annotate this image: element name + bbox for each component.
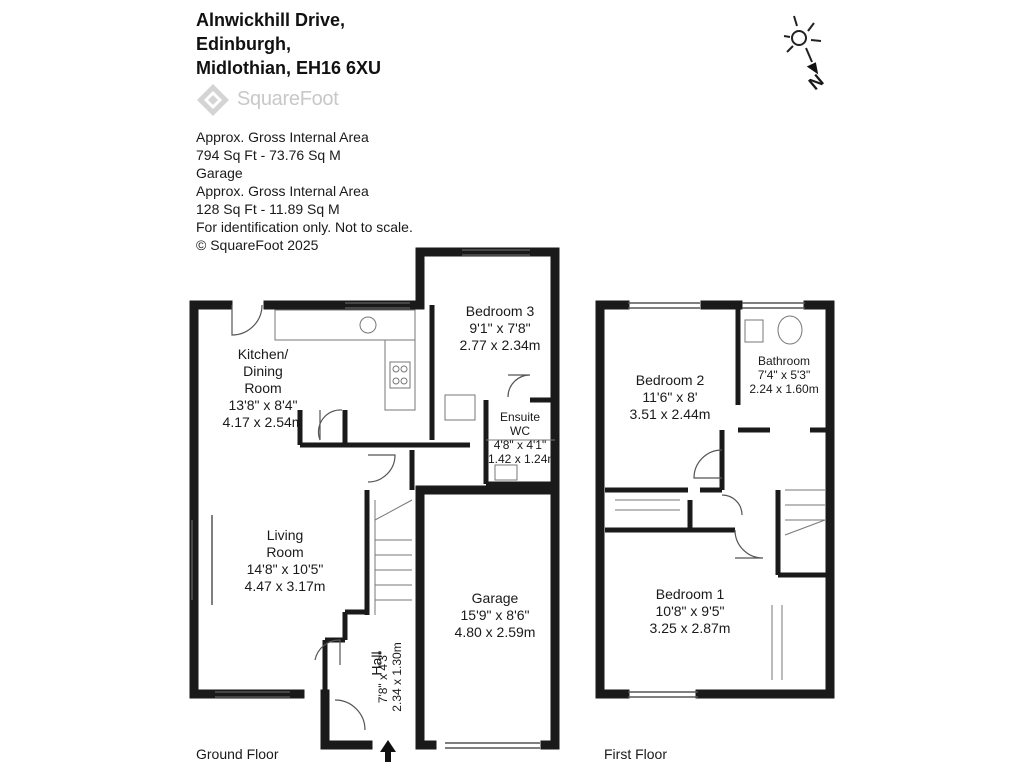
info-line-1: Approx. Gross Internal Area xyxy=(196,129,369,145)
room-label-bedroom-3: Bedroom 3 9'1" x 7'8" 2.77 x 2.34m xyxy=(445,303,555,354)
kitchen-imperial: 13'8" x 8'4" xyxy=(228,397,298,413)
address-line-2: Edinburgh, xyxy=(196,34,291,54)
ground-floor-caption: Ground Floor xyxy=(196,746,279,762)
address-line-1: Alnwickhill Drive, xyxy=(196,10,346,30)
bedroom2-name: Bedroom 2 xyxy=(635,372,705,388)
bedroom1-metric: 3.25 x 2.87m xyxy=(649,620,731,636)
bathroom-fittings xyxy=(744,315,803,680)
first-floor-doors xyxy=(693,449,764,559)
ground-floor-inner-walls xyxy=(297,305,555,694)
room-label-garage: Garage 15'9" x 8'6" 4.80 x 2.59m xyxy=(440,590,550,641)
bathroom-metric: 2.24 x 1.60m xyxy=(749,382,819,396)
living-name-1: Living xyxy=(266,527,304,543)
ensuite-name-1: Ensuite xyxy=(499,410,541,424)
garage-name: Garage xyxy=(471,590,519,606)
living-imperial: 14'8" x 10'5" xyxy=(246,561,324,577)
bedroom2-imperial: 11'6" x 8' xyxy=(642,389,698,405)
first-floor-caption: First Floor xyxy=(604,746,667,762)
info-line-3: Garage xyxy=(196,165,243,181)
first-floor-windows xyxy=(628,302,805,698)
squarefoot-logo: SquareFoot xyxy=(195,82,375,118)
bedroom3-name: Bedroom 3 xyxy=(465,303,535,319)
bedroom1-imperial: 10'8" x 9'5" xyxy=(655,603,725,619)
ensuite-imperial: 4'8" x 4'1" xyxy=(493,438,547,452)
ground-floor-windows xyxy=(191,249,540,749)
room-label-bedroom-1: Bedroom 1 10'8" x 9'5" 3.25 x 2.87m xyxy=(635,586,745,637)
ground-floor-doors xyxy=(231,304,531,731)
first-floor-inner-walls xyxy=(605,305,830,578)
hall-imperial: 7'8" x 4'3" xyxy=(376,650,390,704)
ground-floor-stairs xyxy=(374,499,413,615)
info-line-6: For identification only. Not to scale. xyxy=(196,219,413,235)
garage-metric: 4.80 x 2.59m xyxy=(454,624,536,640)
first-floor-stairs xyxy=(615,489,826,536)
bathroom-imperial: 7'4" x 5'3" xyxy=(757,368,811,382)
squarefoot-logo-icon xyxy=(197,84,229,116)
info-line-4: Approx. Gross Internal Area xyxy=(196,183,369,199)
bedroom3-imperial: 9'1" x 7'8" xyxy=(469,320,531,336)
first-floor-plan xyxy=(595,300,835,699)
kitchen-name-3: Room xyxy=(244,380,282,396)
room-label-kitchen-dining: Kitchen/ Dining Room 13'8" x 8'4" 4.17 x… xyxy=(213,346,313,431)
ground-floor-plan xyxy=(189,247,560,762)
living-metric: 4.47 x 3.17m xyxy=(244,578,326,594)
kitchen-name-1: Kitchen/ xyxy=(237,346,289,362)
kitchen-name-2: Dining xyxy=(243,363,283,379)
bedroom1-name: Bedroom 1 xyxy=(655,586,725,602)
bedroom3-metric: 2.77 x 2.34m xyxy=(459,337,541,353)
hall-dimensions: 7'8" x 4'3" 2.34 x 1.30m xyxy=(376,622,404,732)
info-line-2: 794 Sq Ft - 73.76 Sq M xyxy=(196,147,341,163)
hall-metric: 2.34 x 1.30m xyxy=(390,642,404,712)
area-info: Approx. Gross Internal Area 794 Sq Ft - … xyxy=(196,128,413,254)
first-floor-outer-walls xyxy=(595,300,835,699)
kitchen-metric: 4.17 x 2.54m xyxy=(222,414,304,430)
living-name-2: Room xyxy=(266,544,304,560)
bedroom2-metric: 3.51 x 2.44m xyxy=(629,406,711,422)
property-address: Alnwickhill Drive, Edinburgh, Midlothian… xyxy=(196,8,381,80)
ensuite-name-2: WC xyxy=(510,424,530,438)
room-label-ensuite-wc: Ensuite WC 4'8" x 4'1" 1.42 x 1.24m xyxy=(488,410,558,466)
logo-text: SquareFoot xyxy=(237,88,339,110)
room-label-bedroom-2: Bedroom 2 11'6" x 8' 3.51 x 2.44m xyxy=(615,372,725,423)
ensuite-fittings xyxy=(444,394,555,481)
info-line-7: © SquareFoot 2025 xyxy=(196,237,319,253)
ground-floor-outer-walls xyxy=(189,247,560,750)
ensuite-metric: 1.42 x 1.24m xyxy=(488,452,558,466)
entrance-arrow-icon xyxy=(380,740,396,762)
sun-compass-icon xyxy=(783,15,822,75)
room-label-living-room: Living Room 14'8" x 10'5" 4.47 x 3.17m xyxy=(230,527,340,595)
kitchen-fittings xyxy=(274,309,416,411)
info-line-5: 128 Sq Ft - 11.89 Sq M xyxy=(196,201,340,217)
room-label-bathroom: Bathroom 7'4" x 5'3" 2.24 x 1.60m xyxy=(740,354,828,396)
garage-imperial: 15'9" x 8'6" xyxy=(460,607,530,623)
bathroom-name: Bathroom xyxy=(757,354,811,368)
address-line-3: Midlothian, EH16 6XU xyxy=(196,58,382,78)
